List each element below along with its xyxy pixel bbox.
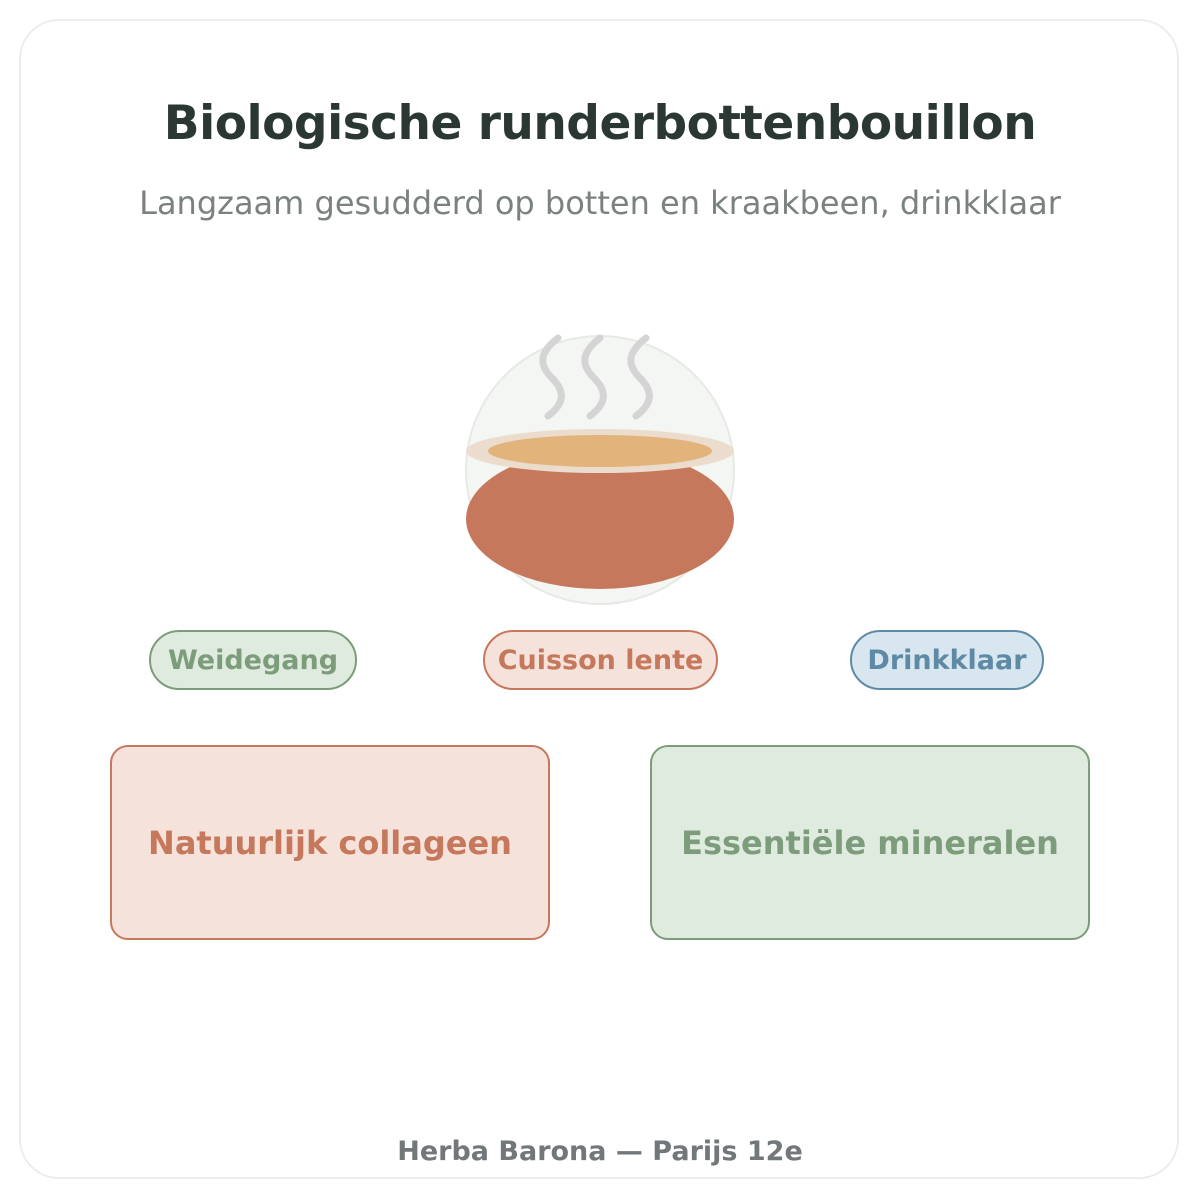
steam-wisp-left [539, 334, 565, 420]
tag-drinkklaar: Drinkklaar [850, 630, 1044, 690]
steam-icon [539, 334, 653, 420]
footer-address: Herba Barona — Parijs 12e [397, 1136, 803, 1167]
page-subtitle: Langzaam gesudderd op botten en kraakbee… [139, 184, 1061, 222]
tag-cuisson-lente: Cuisson lente [483, 630, 718, 690]
steam-wisp-right [627, 334, 653, 420]
page-title: Biologische runderbottenbouillon [163, 96, 1037, 151]
feature-mineralen: Essentiële mineralen [650, 745, 1090, 940]
steam-wisp-middle [581, 334, 607, 420]
feature-collageen: Natuurlijk collageen [110, 745, 550, 940]
broth-surface [488, 435, 712, 467]
bouillon-bowl-icon [465, 334, 735, 605]
tag-weidegang: Weidegang [149, 630, 357, 690]
bowl-body [466, 449, 734, 589]
